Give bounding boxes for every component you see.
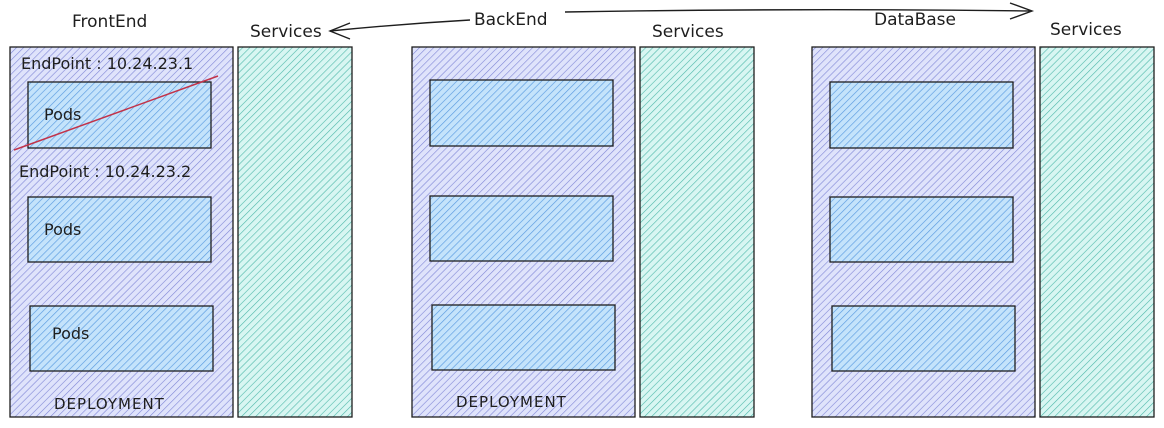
- database-deployment-box: [811, 46, 1036, 418]
- backend-pod-3: [431, 304, 616, 371]
- frontend-pod-3-label: Pods: [52, 324, 90, 343]
- backend-pod-2: [429, 195, 614, 262]
- database-title: DataBase: [874, 10, 956, 30]
- frontend-deployment-label: DEPLOYMENT: [54, 395, 165, 413]
- frontend-services-label: Services: [250, 22, 322, 42]
- backend-deployment-box: [411, 46, 636, 418]
- backend-title: BackEnd: [474, 10, 548, 30]
- database-pod-3: [831, 305, 1016, 372]
- frontend-title: FrontEnd: [72, 12, 148, 32]
- database-pod-1: [829, 81, 1014, 149]
- arrow-to-database-services: [564, 9, 1031, 13]
- endpoint-label-1: EndPoint : 10.24.23.1: [21, 54, 194, 73]
- backend-pod-1: [429, 79, 614, 147]
- frontend-pod-1-label: Pods: [44, 105, 82, 124]
- backend-services-label: Services: [652, 22, 724, 42]
- endpoint-label-2: EndPoint : 10.24.23.2: [19, 162, 192, 181]
- arrow-head-left: [328, 22, 351, 40]
- frontend-pod-2-label: Pods: [44, 220, 82, 239]
- arrow-to-frontend-services: [329, 19, 471, 32]
- frontend-services-box: [237, 46, 353, 418]
- arrow-head-right: [1009, 2, 1035, 20]
- database-services-label: Services: [1050, 20, 1122, 40]
- backend-services-box: [639, 46, 755, 418]
- database-services-box: [1039, 46, 1155, 418]
- backend-deployment-label: DEPLOYMENT: [456, 393, 567, 411]
- database-pod-2: [829, 196, 1014, 263]
